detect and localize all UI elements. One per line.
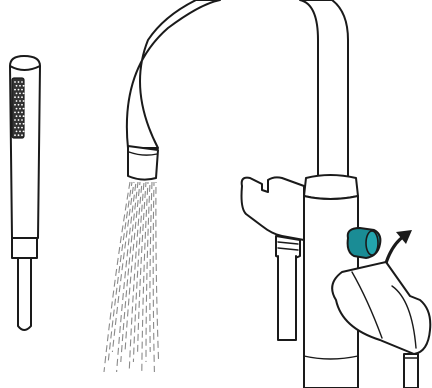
nozzle-dot <box>16 85 18 87</box>
nozzle-dot <box>16 115 18 117</box>
water-stream <box>150 182 152 352</box>
nozzle-dot <box>21 127 23 129</box>
nozzle-dot <box>21 134 23 136</box>
nozzle-dot <box>23 115 25 117</box>
nozzle-dot <box>19 131 21 133</box>
nozzle-dot <box>14 81 16 83</box>
shower-holder-icon <box>242 177 305 340</box>
nozzle-dot <box>18 134 20 136</box>
nozzle-dot <box>19 123 21 125</box>
nozzle-dot <box>19 85 21 87</box>
nozzle-dot <box>16 100 18 102</box>
nozzle-dot <box>19 108 21 110</box>
nozzle-dot <box>19 115 21 117</box>
water-stream <box>121 182 138 362</box>
nozzle-dot <box>18 81 20 83</box>
nozzle-dot <box>14 112 16 114</box>
nozzle-dot <box>21 112 23 114</box>
nozzle-dot <box>19 100 21 102</box>
spray-nozzles <box>14 81 24 136</box>
nozzle-dot <box>16 108 18 110</box>
nozzle-dot <box>14 119 16 121</box>
water-stream <box>156 182 159 362</box>
faucet-body-icon <box>300 0 358 388</box>
nozzle-dot <box>18 112 20 114</box>
nozzle-dot <box>14 89 16 91</box>
water-stream <box>117 182 136 372</box>
nozzle-dot <box>23 108 25 110</box>
nozzle-dot <box>23 123 25 125</box>
nozzle-dot <box>14 134 16 136</box>
water-stream <box>153 182 154 372</box>
nozzle-dot <box>21 96 23 98</box>
nozzle-dot <box>18 96 20 98</box>
nozzle-dot <box>18 104 20 106</box>
nozzle-dot <box>18 119 20 121</box>
spout-icon <box>127 0 220 180</box>
nozzle-dot <box>23 93 25 95</box>
water-stream <box>146 182 150 362</box>
diverter-knob-icon <box>348 228 381 258</box>
nozzle-dot <box>16 131 18 133</box>
nozzle-dot <box>21 81 23 83</box>
nozzle-dot <box>14 104 16 106</box>
nozzle-dot <box>21 119 23 121</box>
nozzle-dot <box>16 123 18 125</box>
nozzle-dot <box>19 93 21 95</box>
nozzle-dot <box>21 104 23 106</box>
nozzle-dot <box>23 131 25 133</box>
nozzle-dot <box>18 89 20 91</box>
water-spray-icon <box>104 182 159 372</box>
nozzle-dot <box>14 127 16 129</box>
hand-shower-icon <box>10 56 40 330</box>
nozzle-dot <box>21 89 23 91</box>
nozzle-dot <box>18 127 20 129</box>
nozzle-dot <box>23 85 25 87</box>
nozzle-dot <box>16 93 18 95</box>
nozzle-dot <box>23 100 25 102</box>
nozzle-dot <box>14 96 16 98</box>
